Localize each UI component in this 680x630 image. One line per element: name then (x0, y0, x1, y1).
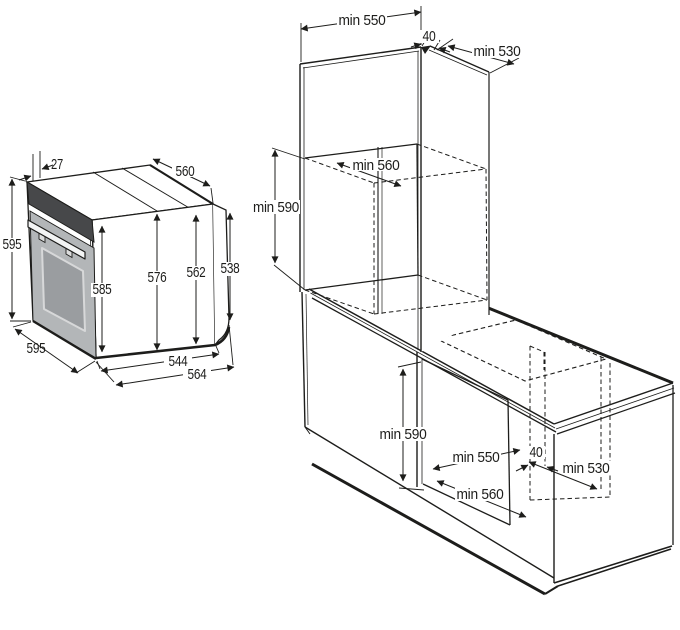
dim-label-tall-niche-depth: min 560 (353, 157, 400, 174)
dim-base-niche-depth: min 560 (436, 480, 527, 518)
dim-oven-height: 595 (1, 176, 31, 322)
base-cabinet-dimensions: min 590 min 550 40 min 530 min 560 (379, 361, 612, 518)
oven-drawing: 27 560 595 585 576 562 (1, 151, 241, 388)
dim-base-niche-height: min 590 (379, 361, 427, 491)
dim-tall-niche-width: min 550 (300, 6, 422, 62)
tall-cabinet-drawing (299, 45, 490, 352)
dim-label-tall-niche-width: min 550 (339, 12, 386, 29)
dim-oven-height-rear: 538 (219, 212, 241, 321)
dim-label-bottom-depth: 544 (169, 353, 188, 370)
dim-oven-panel-depth: 27 (18, 151, 63, 182)
dim-oven-height-mid: 562 (185, 214, 207, 345)
countertop-back-edge (475, 301, 674, 385)
dim-label-height-mid: 562 (187, 264, 206, 281)
door-handle (27, 219, 86, 260)
dim-base-depth: min 530 (528, 460, 612, 490)
oven-front-face (26, 180, 97, 361)
dim-label-tall-front-gap: 40 (423, 28, 436, 45)
dim-tall-front-gap: 40 (410, 28, 451, 54)
dim-label-base-niche-depth: min 560 (457, 486, 504, 503)
dim-label-height: 595 (3, 236, 22, 253)
dim-label-body-depth: 560 (176, 163, 195, 180)
dim-oven-body-depth: 560 (152, 158, 214, 204)
base-oven-niche (416, 346, 611, 526)
base-cabinet-drawing (301, 288, 676, 596)
tall-cabinet-side-face (421, 47, 489, 352)
cooktop-cutout (436, 319, 607, 382)
dim-tall-niche-height: min 590 (252, 147, 306, 291)
dim-oven-depth: 595 (12, 321, 96, 374)
dim-oven-bottom-depth-total: 564 (95, 324, 235, 388)
dim-label-tall-niche-height: min 590 (253, 199, 299, 216)
dim-label-panel-depth: 27 (51, 156, 63, 173)
dim-label-height-front: 576 (148, 269, 167, 286)
dim-label-tall-depth: min 530 (474, 43, 521, 60)
dim-label-base-niche-width: min 550 (453, 449, 500, 466)
dim-label-depth: 595 (27, 340, 46, 357)
tall-cabinet-dimensions: min 550 40 min 530 min 560 min (252, 6, 522, 291)
dim-label-bottom-depth-total: 564 (188, 366, 207, 383)
door-window (41, 247, 86, 332)
plinth (304, 426, 672, 596)
dim-tall-depth: min 530 (436, 38, 522, 74)
front-gap-notch (421, 45, 431, 54)
dim-label-base-niche-height: min 590 (380, 426, 427, 443)
dim-oven-door-height: 585 (91, 225, 113, 353)
dim-base-niche-width: min 550 (432, 447, 521, 472)
dim-label-height-rear: 538 (221, 260, 240, 277)
dim-base-front-gap: 40 (515, 444, 559, 473)
dim-oven-height-front: 576 (146, 213, 168, 351)
dim-tall-niche-depth: min 560 (336, 157, 402, 188)
dim-label-base-depth: min 530 (563, 460, 610, 477)
dim-label-door-height: 585 (93, 281, 112, 298)
dim-label-base-front-gap: 40 (530, 444, 543, 461)
control-panel (26, 181, 95, 243)
